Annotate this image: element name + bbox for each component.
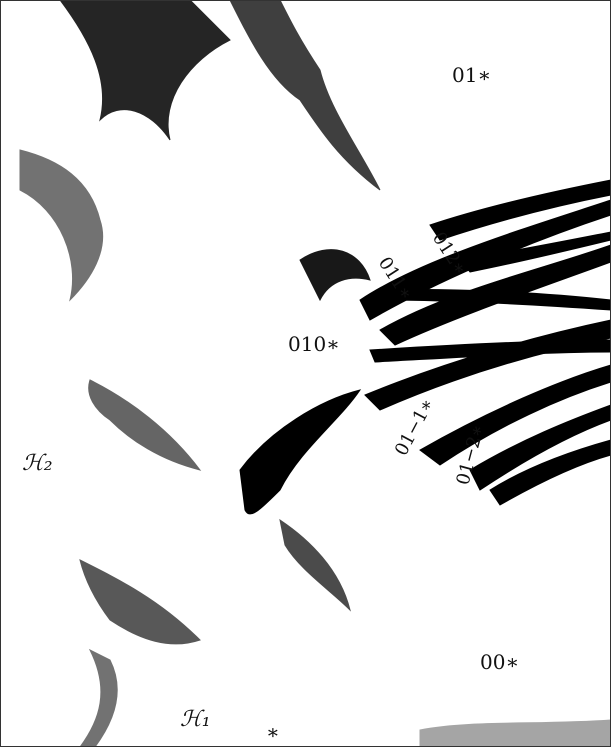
label-01: 01∗ xyxy=(452,63,491,87)
label-h1: ℋ₁ xyxy=(180,707,211,732)
label-h2: ℋ₂ xyxy=(22,451,53,476)
label-010: 010∗ xyxy=(288,332,340,356)
label-00: 00∗ xyxy=(480,650,519,674)
label-star: ∗ xyxy=(266,720,280,744)
